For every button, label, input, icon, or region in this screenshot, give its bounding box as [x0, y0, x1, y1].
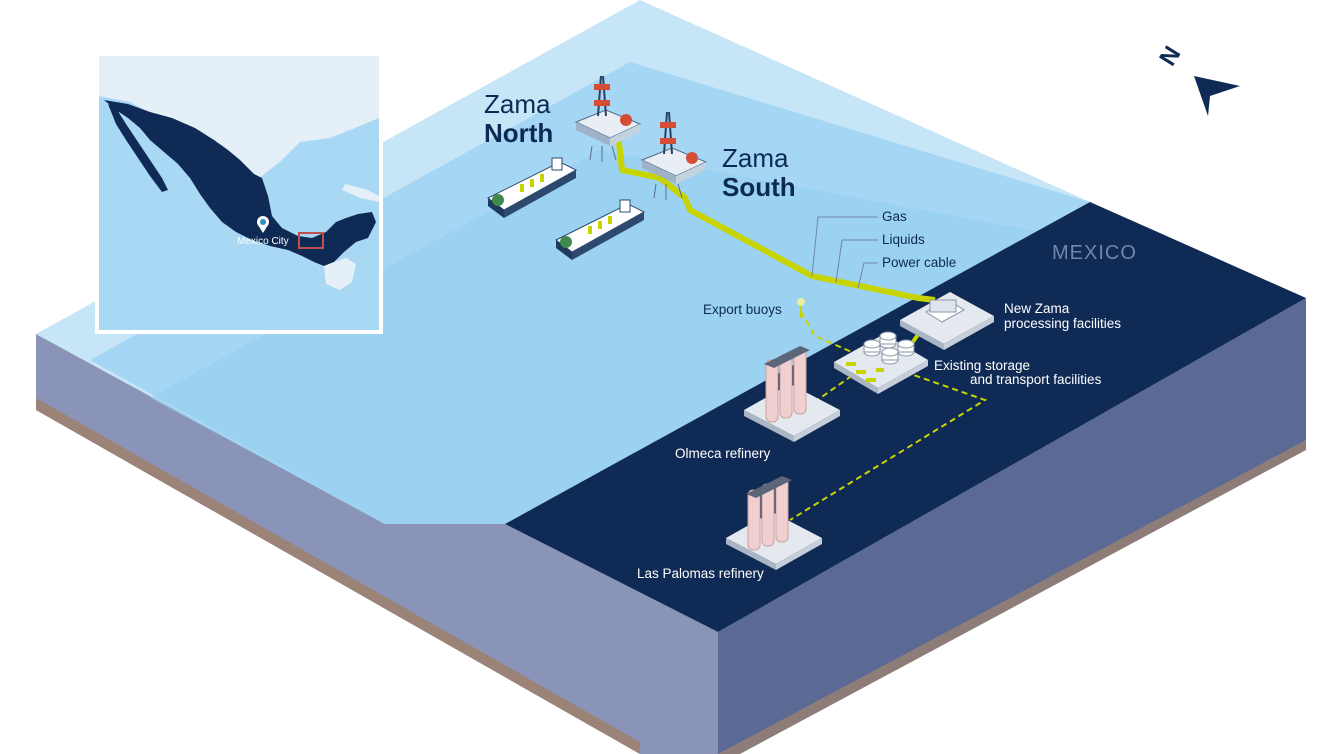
inset-guatemala	[324, 258, 356, 290]
pipe-callouts	[811, 216, 878, 289]
zama-north-line2: North	[484, 118, 553, 148]
sea-side-face	[36, 334, 718, 754]
compass-icon: N	[1154, 42, 1240, 116]
power-callout	[857, 262, 878, 289]
storage-tank-icon	[834, 331, 928, 394]
new-processing-facility	[900, 292, 994, 350]
processing-label-2: processing facilities	[1004, 316, 1121, 331]
gas-callout	[811, 216, 878, 277]
gas-label: Gas	[882, 209, 907, 224]
inset-map: Mexico City	[95, 52, 383, 334]
ship-1	[487, 157, 578, 218]
zama-south-platform	[640, 111, 708, 200]
location-pin-icon	[257, 216, 269, 233]
export-buoys-label: Export buoys	[703, 302, 782, 317]
zama-south-line1: Zama	[722, 143, 789, 173]
mid-sea	[150, 150, 1040, 524]
ship-2	[555, 199, 646, 260]
processing-label-1: New Zama	[1004, 301, 1070, 316]
liquids-label: Liquids	[882, 232, 925, 247]
storage-label-1: Existing storage	[934, 358, 1030, 373]
inset-zama-highlight	[298, 232, 324, 249]
inset-land-north	[99, 56, 379, 186]
block-sides	[36, 298, 1306, 754]
zama-north-line1: Zama	[484, 89, 551, 119]
liquids-callout	[835, 239, 878, 283]
zama-north-platform	[574, 75, 642, 162]
storage-label-2: and transport facilities	[970, 372, 1102, 387]
land-side-dirt	[718, 440, 1306, 754]
zama-south-line2: South	[722, 172, 796, 202]
refinery-icon	[726, 346, 840, 570]
fpso-ship-icon	[487, 157, 646, 260]
inset-baja	[108, 104, 168, 192]
drilling-platform-icon	[574, 75, 708, 200]
olmeca-label: Olmeca refinery	[675, 446, 771, 461]
power-cable-label: Power cable	[882, 255, 956, 270]
dashed-laspalomas-line	[789, 371, 988, 521]
inset-cuba	[342, 184, 379, 202]
buoy-icon	[797, 298, 805, 318]
compass-letter: N	[1154, 42, 1186, 71]
mexico-land	[505, 202, 1306, 632]
export-pipeline	[614, 124, 936, 303]
block-top	[36, 0, 1306, 632]
las-palomas-refinery	[726, 476, 822, 570]
land-side-face	[718, 298, 1306, 754]
country-label: MEXICO	[1052, 242, 1137, 264]
las-palomas-label: Las Palomas refinery	[637, 566, 764, 581]
sea-side-dirt	[36, 398, 640, 754]
inset-mexico	[104, 100, 376, 266]
olmeca-refinery	[744, 346, 840, 442]
inset-city-label: Mexico City	[237, 236, 289, 247]
